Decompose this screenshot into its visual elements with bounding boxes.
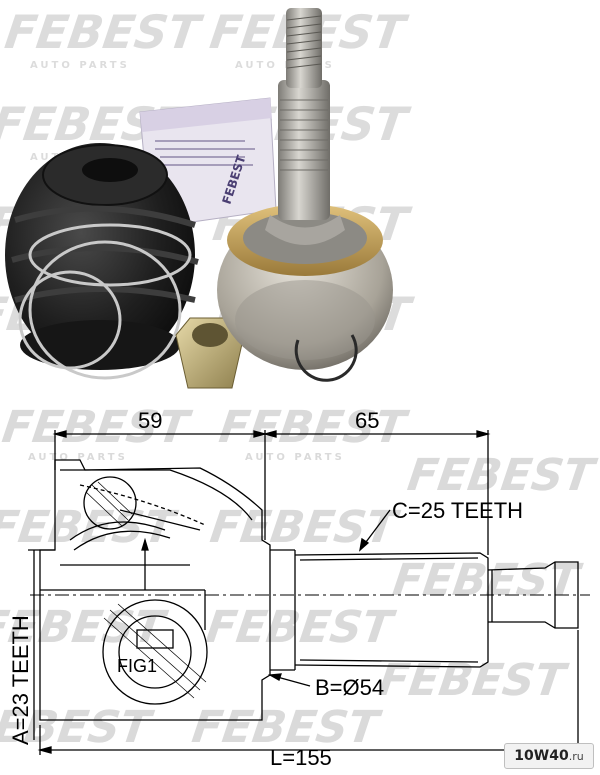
watermark-tagline: AUTO PARTS <box>245 452 345 463</box>
total-length-label: L=155 <box>270 745 332 770</box>
watermark-tagline: AUTO PARTS <box>28 452 128 463</box>
watermark-text: FEBEST <box>2 5 207 59</box>
dimension-59-label: 59 <box>138 408 162 433</box>
site-badge-suffix: .ru <box>568 749 584 763</box>
leader-lines <box>267 509 391 687</box>
figure-label: FIG1 <box>117 656 157 676</box>
cv-joint <box>217 8 393 370</box>
watermark-text: FEBEST <box>0 702 157 753</box>
dimension-65-label: 65 <box>355 408 379 433</box>
bell-housing-outline <box>39 459 271 721</box>
inner-spline-label: A=23 TEETH <box>8 615 33 745</box>
watermark-text: FEBEST <box>203 602 399 653</box>
dimension-lines-top <box>52 430 491 555</box>
outer-spline-label: C=25 TEETH <box>392 498 523 523</box>
watermark-text: FEBEST <box>189 702 385 753</box>
diameter-label: B=Ø54 <box>315 675 384 700</box>
watermark-text: FEBEST <box>404 450 600 501</box>
technical-drawing: FEBEST AUTO PARTS FEBEST AUTO PARTS FEBE… <box>0 402 600 770</box>
rubber-boot <box>5 143 199 370</box>
shaft-outline <box>270 549 579 671</box>
watermark-text: FEBEST <box>376 655 572 706</box>
drawing-watermark: FEBEST AUTO PARTS FEBEST AUTO PARTS FEBE… <box>0 402 600 753</box>
watermark-text: FEBEST <box>216 402 412 453</box>
watermark-text: FEBEST <box>0 402 195 453</box>
dimension-a <box>28 549 55 740</box>
watermark-text: FEBEST <box>0 602 171 653</box>
product-photo: FEBEST AUTO PARTS FEBEST AUTO PARTS FEBE… <box>0 5 417 389</box>
snap-ring <box>294 334 358 382</box>
ball-section <box>69 476 171 590</box>
site-badge-main: 10W40 <box>514 748 569 764</box>
watermark-tagline: AUTO PARTS <box>30 60 130 71</box>
site-badge: 10W40.ru <box>504 743 594 769</box>
watermark-text: FEBEST <box>207 502 403 553</box>
boot-clamps <box>18 223 192 380</box>
inner-spline-section <box>102 599 208 705</box>
axle-nut <box>175 317 245 389</box>
watermark-tagline: AUTO PARTS <box>235 60 335 71</box>
